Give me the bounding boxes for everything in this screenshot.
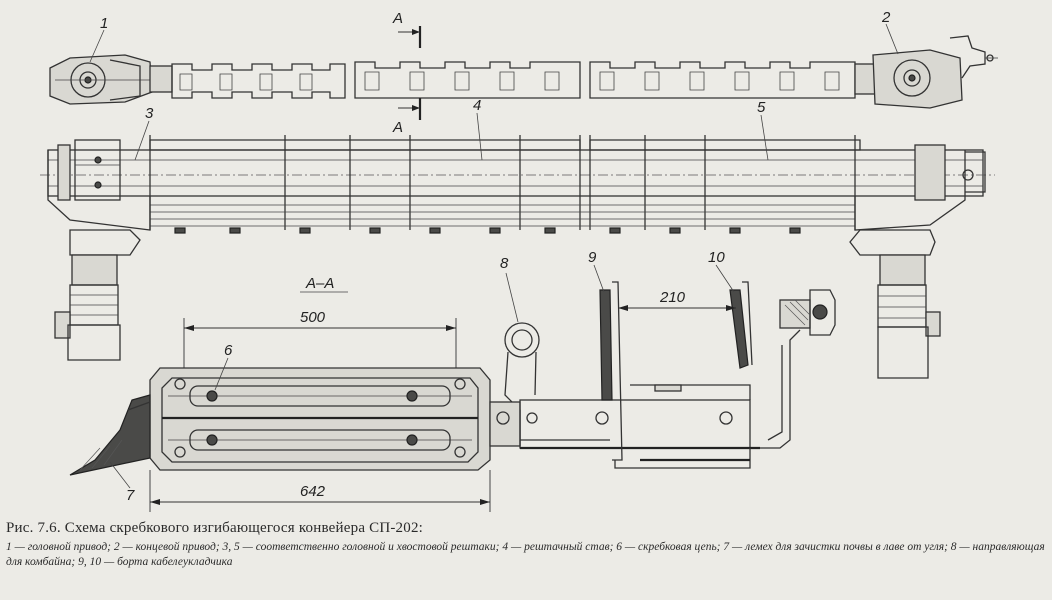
- section-label-bottom: А: [392, 119, 403, 136]
- label-9: 9: [588, 249, 597, 266]
- head-drive-plan: [49, 54, 173, 105]
- tail-motor-side: [849, 229, 941, 379]
- cable-boards: [599, 281, 753, 469]
- plan-view: А А 1 2: [49, 9, 998, 136]
- section-title: А–А: [305, 275, 334, 292]
- conveyor-diagram: А А 1 2: [40, 9, 998, 512]
- pan-line-plan: [171, 61, 856, 99]
- tail-drive-plan: [854, 35, 998, 109]
- label-5: 5: [757, 99, 766, 116]
- label-6: 6: [224, 342, 233, 359]
- label-7: 7: [126, 487, 135, 504]
- caption-legend: 1 — головной привод; 2 — концевой привод…: [6, 541, 1045, 568]
- section-mark: А А: [392, 10, 422, 136]
- label-2: 2: [881, 9, 891, 26]
- section-view: А–А 500 6: [69, 249, 836, 512]
- label-3: 3: [145, 105, 154, 122]
- dim-642: 642: [300, 483, 326, 500]
- section-label-top: А: [392, 10, 403, 27]
- scraper-chain: [174, 378, 466, 458]
- side-view: 3 4 5: [40, 97, 995, 379]
- dim-210: 210: [659, 289, 686, 306]
- label-4: 4: [473, 97, 481, 114]
- figure-caption: Рис. 7.6. Схема скребкового изгибающегос…: [6, 520, 1046, 570]
- label-10: 10: [708, 249, 725, 266]
- dim-500: 500: [300, 309, 326, 326]
- ploughshare: [69, 394, 151, 476]
- head-motor-side: [54, 229, 141, 361]
- label-8: 8: [500, 255, 509, 272]
- cable-reel: [760, 289, 836, 449]
- caption-title: Рис. 7.6. Схема скребкового изгибающегос…: [6, 520, 424, 536]
- label-1: 1: [100, 15, 108, 32]
